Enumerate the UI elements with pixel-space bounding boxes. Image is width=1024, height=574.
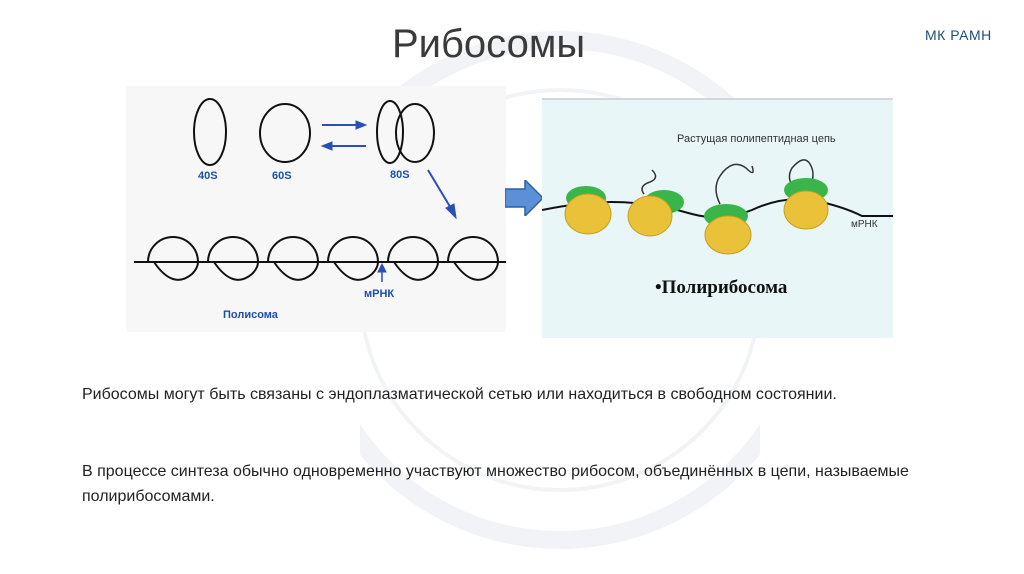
watermark-seal <box>360 31 760 549</box>
ribosome-assembly-diagram <box>126 86 506 332</box>
ribosome-assembly-figure <box>134 98 506 282</box>
polysome-ribosomes <box>147 236 499 281</box>
label-80s: 80S <box>390 169 410 181</box>
label-40s: 40S <box>198 170 218 182</box>
ribosome-4 <box>783 178 829 230</box>
ribosome-80s-shape <box>376 100 435 164</box>
label-60s: 60S <box>272 170 292 182</box>
label-polysome: Полисома <box>223 309 278 321</box>
paragraph-2: В процессе синтеза обычно одновременно у… <box>82 463 909 505</box>
ribosome-2 <box>627 190 684 237</box>
organization-label: МК РАМН <box>925 27 992 43</box>
ribosome-3 <box>704 204 752 255</box>
mrna-pointer-arrow <box>377 262 387 282</box>
transition-arrow-icon <box>505 180 545 216</box>
polyribosome-caption: •Полирибосома <box>655 277 788 298</box>
subunit-60s-shape <box>259 103 311 163</box>
paragraph-1: Рибосомы могут быть связаны с эндоплазма… <box>82 386 837 403</box>
label-mrna-left: мРНК <box>364 288 395 300</box>
slide-title: Рибосомы <box>392 22 586 66</box>
polyribosome-figure <box>542 159 893 255</box>
equilibrium-arrows <box>320 120 368 151</box>
assembly-arrow <box>427 169 457 220</box>
ribosome-1 <box>564 186 612 235</box>
growing-chain-label: Растущая полипептидная цепь <box>677 133 836 145</box>
subunit-40s-shape <box>193 98 227 166</box>
label-mrna-right: мРНК <box>851 219 878 230</box>
